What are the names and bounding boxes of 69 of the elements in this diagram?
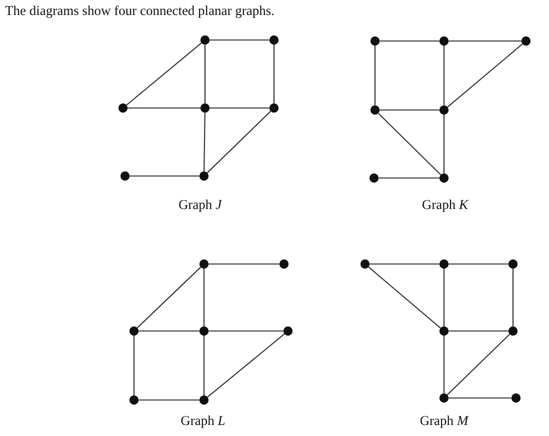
graph-edge [207,334,285,398]
graph-caption: Graph J [178,197,222,213]
graph-vertex [370,105,380,115]
title-text: The diagrams show four connected planar graphs. [5,3,275,19]
graph-edge [512,268,514,326]
graph-vertex [283,326,293,336]
graph-vertex [439,393,449,403]
graph-vertex [279,259,289,269]
graph-edge [130,175,200,177]
graph-edge [374,46,376,106]
graph-vertex [199,326,209,336]
graph-edge [443,268,445,326]
graph-edge [136,266,202,328]
graph-vertex [521,36,531,46]
graph-caption: Graph M [420,413,468,429]
graph-vertex [439,259,449,269]
graph-vertex [199,171,209,181]
graph-edge [203,336,205,396]
graph-edge [204,44,206,104]
graph-edge [138,330,200,332]
graph-vertex [511,393,521,403]
graph-edge [448,330,508,332]
graph-vertex [118,103,128,113]
graph-edge [128,107,200,109]
graph-vertex [120,171,130,181]
graph-edge [448,263,508,265]
graph-edge [206,110,272,174]
graph-caption: Graph K [422,197,468,213]
graph-edge [208,330,284,332]
graph-vertex [269,35,279,45]
graph-edge [447,44,523,108]
graph-edge [446,334,510,396]
graph-vertex [360,259,370,269]
graph-edge [138,399,200,401]
graph-vertex [199,395,209,405]
graph-caption: Graph L [180,413,226,429]
graph-vertex [129,326,139,336]
graph-edge [378,112,442,176]
graph-vertex [508,326,518,336]
graph-edge [273,44,275,104]
graph-edge [133,336,135,396]
graph-edge [448,40,522,42]
graph-vertex [269,103,279,113]
graph-vertex [370,36,380,46]
graph-vertex [508,259,518,269]
graph-edge [380,109,440,111]
graph-edge [203,268,205,326]
graph-edge [208,263,280,265]
graph-edge [443,114,445,174]
graph-vertex [200,35,210,45]
graph-edge [368,266,441,328]
graph-vertex [200,103,210,113]
graph-edge [210,39,270,41]
graph-edge [443,46,445,106]
graph-vertex [439,326,449,336]
graph-vertex [129,395,139,405]
graph-vertex [439,173,449,183]
graph-edge [378,177,440,179]
graph-edge [380,40,440,42]
graph-edge [443,336,445,394]
graph-vertex [439,36,449,46]
graph-vertex [439,105,449,115]
graph-edge [448,397,512,399]
graph-edge [370,263,440,265]
graph-vertex [369,173,379,183]
graph-edge [126,42,202,106]
graph-vertex [199,259,209,269]
graph-edge [204,112,206,172]
graph-edge [210,107,270,109]
